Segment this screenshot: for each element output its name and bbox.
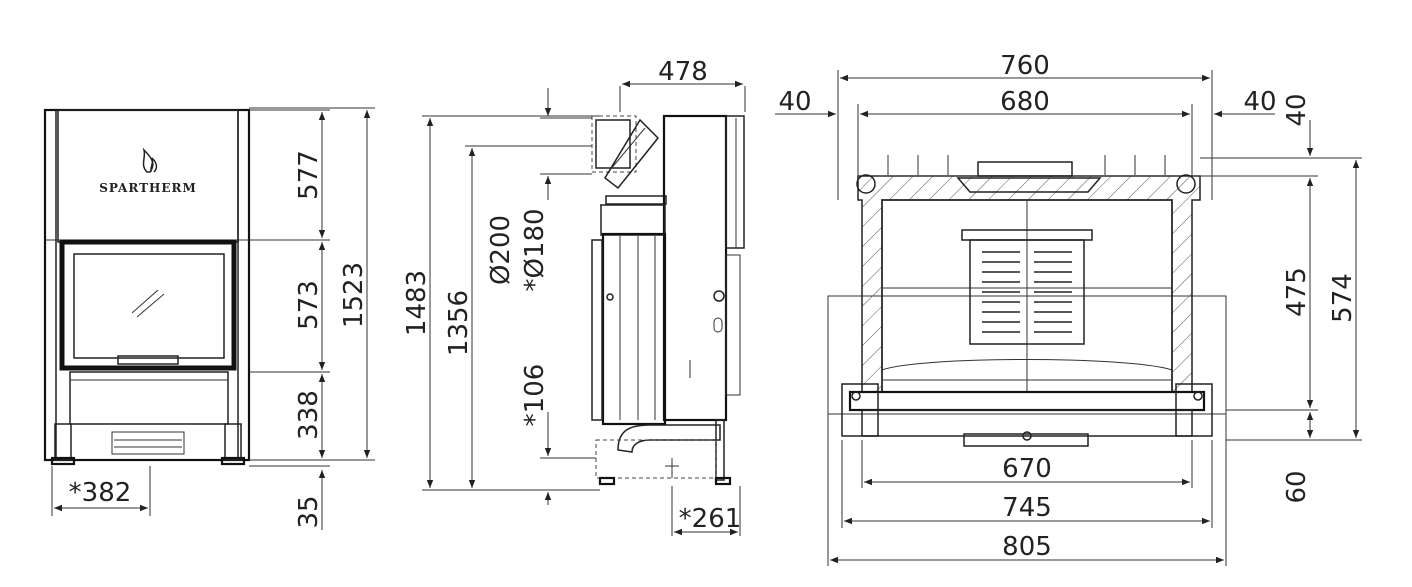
- dim-382: *382: [69, 478, 132, 508]
- dim-261: *261: [679, 504, 742, 534]
- dim-670: 670: [1002, 454, 1052, 484]
- dim-574: 574: [1328, 273, 1358, 323]
- side-front-chamber: [601, 232, 667, 426]
- dim-745: 745: [1002, 493, 1052, 523]
- front-vent: [111, 431, 185, 455]
- dim-1356: 1356: [444, 290, 474, 356]
- front-view: SPARTHERM 577 573 338 35 1523: [43, 107, 375, 530]
- dim-1483: 1483: [402, 270, 432, 336]
- dim-d200: Ø200: [486, 215, 516, 285]
- dim-475: 475: [1282, 267, 1312, 317]
- dim-d180: *Ø180: [520, 208, 550, 291]
- front-casing: [43, 108, 251, 462]
- dim-35: 35: [294, 495, 324, 528]
- dim-40-vertical: 40: [1282, 93, 1312, 126]
- front-hood-panel: [57, 109, 239, 243]
- dim-40-left: 40: [778, 87, 811, 117]
- door-handle: [117, 355, 179, 365]
- flame-icon: [142, 147, 158, 173]
- dim-338: 338: [294, 390, 324, 440]
- brand-logo-text: SPARTHERM: [99, 181, 197, 195]
- dim-805: 805: [1002, 532, 1052, 562]
- dim-106: *106: [520, 364, 550, 427]
- front-base: [69, 371, 229, 425]
- door-glass: [73, 253, 225, 359]
- dim-573: 573: [294, 280, 324, 330]
- top-view: 760 680 40 40 40 475 574 60 670 745 805: [775, 51, 1362, 566]
- dim-478: 478: [658, 57, 708, 87]
- dim-577: 577: [294, 150, 324, 200]
- dim-1523: 1523: [339, 262, 369, 328]
- dim-680: 680: [1000, 87, 1050, 117]
- ash-grate: [969, 239, 1085, 345]
- side-rear-body: [662, 114, 728, 422]
- door-frame: [59, 239, 237, 371]
- side-view: 478 1483 1356 Ø200 *Ø180 *106 *261: [402, 57, 746, 536]
- dim-60: 60: [1282, 470, 1312, 503]
- dim-760: 760: [1000, 51, 1050, 81]
- dim-40-right: 40: [1243, 87, 1276, 117]
